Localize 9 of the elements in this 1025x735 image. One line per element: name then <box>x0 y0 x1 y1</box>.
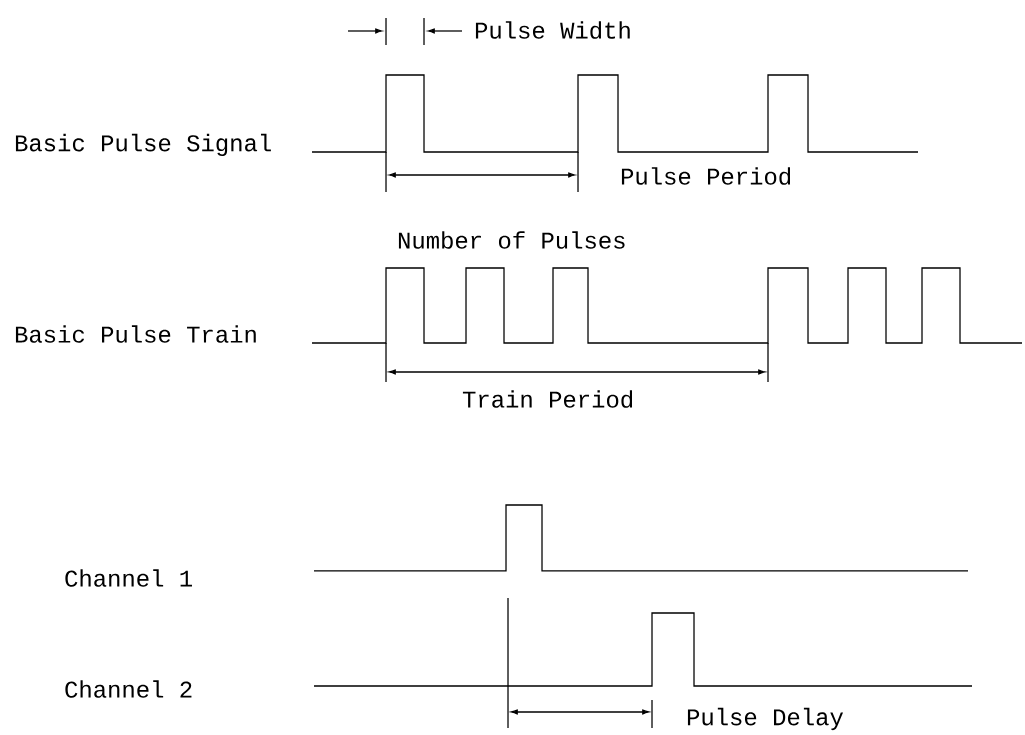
signal-name: Basic Pulse Train <box>15 325 256 343</box>
dimension-label: Pulse Delay <box>687 707 844 731</box>
signal-name: Channel 2 <box>65 680 192 698</box>
dimension-label: Train Period <box>462 390 633 408</box>
signal-name: Channel 1 <box>65 569 192 587</box>
dimension-label: Pulse Width <box>475 21 630 39</box>
dimension-label: Pulse Period <box>621 167 791 185</box>
dimension-label: Number of Pulses <box>398 231 625 249</box>
signal-name: Basic Pulse Signal <box>15 133 271 157</box>
